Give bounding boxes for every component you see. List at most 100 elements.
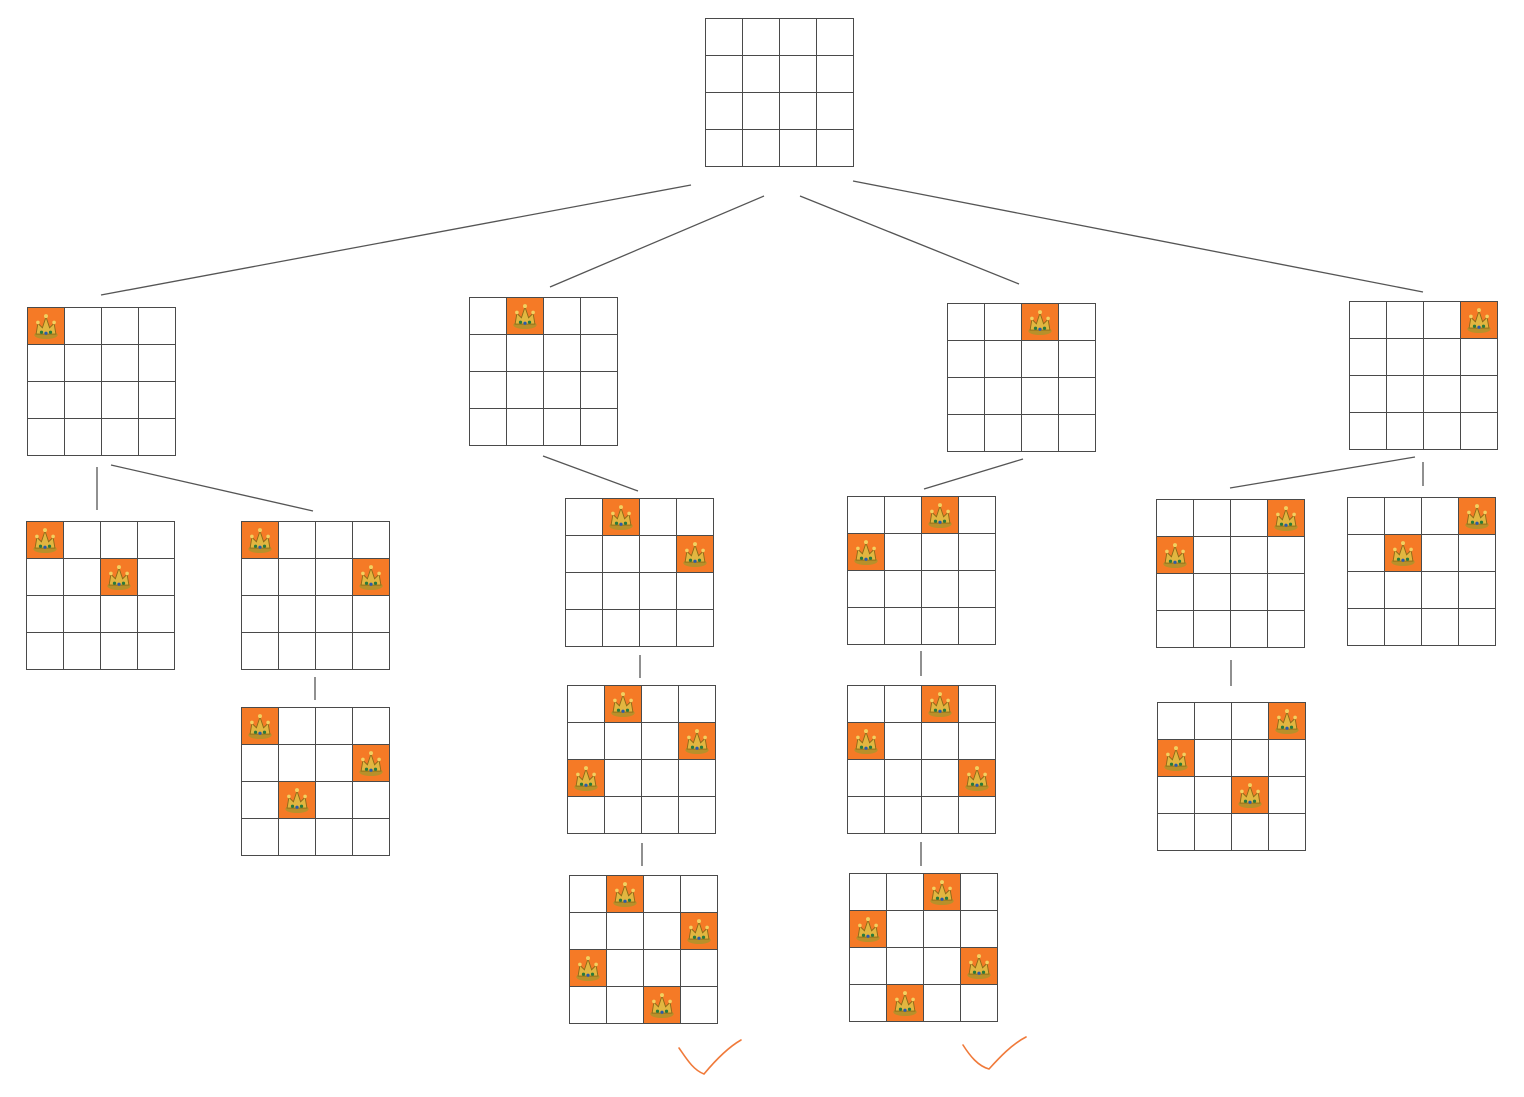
board-cell [315,521,353,559]
board-cell [947,340,985,378]
board-cell [569,986,607,1024]
board-cell [1458,534,1496,572]
board-cell [604,796,642,834]
queen-crown-icon [101,559,137,595]
board-cell [641,759,679,797]
board-cell [100,521,138,559]
queen-crown-icon [353,745,389,781]
board-cell [506,408,544,446]
board-node-d [1349,301,1498,450]
tree-edge [549,195,765,288]
board-cell [1268,813,1306,851]
board-cell [984,303,1022,341]
queen-crown-icon [1459,498,1495,534]
check-mark-icon [678,1039,742,1075]
queen-cell [278,781,316,819]
board-cell [921,570,959,608]
board-cell [315,632,353,670]
board-cell [1156,610,1194,648]
board-cell [958,607,996,645]
queen-cell [678,722,716,760]
board-cell [352,818,390,856]
queen-crown-icon [677,536,713,572]
board-node-c1 [847,496,996,645]
board-cell [1349,338,1387,376]
board-node-a1 [26,521,175,670]
board-cell [958,570,996,608]
board-cell [816,18,854,56]
queen-cell [241,707,279,745]
board-cell [1268,776,1306,814]
queen-crown-icon [924,874,960,910]
queen-crown-icon [603,499,639,535]
queen-crown-icon [242,522,278,558]
board-cell [1460,412,1498,450]
queen-cell [676,535,714,573]
board-cell [921,533,959,571]
queen-crown-icon [961,948,997,984]
queen-crown-icon [922,497,958,533]
board-cell [580,371,618,409]
queen-crown-icon [1158,740,1194,776]
board-node-a [27,307,176,456]
board-cell [604,759,642,797]
board-node-root [705,18,854,167]
queen-crown-icon [1157,537,1193,573]
board-cell [847,759,885,797]
board-cell [643,912,681,950]
board-cell [1347,571,1385,609]
queen-cell [506,297,544,335]
board-cell [847,607,885,645]
board-cell [1421,608,1459,646]
board-cell [886,873,924,911]
queen-cell [958,759,996,797]
board-cell [1230,499,1268,537]
board-cell [469,408,507,446]
board-cell [63,558,101,596]
board-cell [958,796,996,834]
queen-cell [1268,702,1306,740]
board-cell [676,498,714,536]
board-cell [884,607,922,645]
board-cell [567,685,605,723]
board-cell [1231,813,1269,851]
board-node-d1 [1156,499,1305,648]
queen-cell [352,744,390,782]
queen-crown-icon [850,911,886,947]
board-cell [352,595,390,633]
board-cell [64,307,102,345]
check-mark-icon [962,1036,1027,1070]
board-cell [1349,412,1387,450]
board-cell [984,414,1022,452]
queen-crown-icon [644,987,680,1023]
board-cell [678,796,716,834]
queen-crown-icon [922,686,958,722]
queen-crown-icon [353,559,389,595]
board-cell [137,558,175,596]
queen-cell [1231,776,1269,814]
queen-crown-icon [27,522,63,558]
board-cell [816,55,854,93]
board-cell [352,632,390,670]
board-cell [960,984,998,1022]
board-cell [1231,739,1269,777]
queen-crown-icon [1385,535,1421,571]
board-cell [543,297,581,335]
board-cell [886,947,924,985]
tree-edge [110,464,314,512]
board-cell [742,92,780,130]
queen-crown-icon [1232,777,1268,813]
queen-crown-icon [848,723,884,759]
board-cell [278,632,316,670]
board-cell [352,521,390,559]
board-cell [641,796,679,834]
board-cell [678,759,716,797]
board-cell [705,92,743,130]
board-node-b1a [567,685,716,834]
board-cell [742,129,780,167]
board-cell [567,796,605,834]
board-cell [1268,739,1306,777]
board-cell [1347,608,1385,646]
board-cell [1194,813,1232,851]
board-cell [947,414,985,452]
